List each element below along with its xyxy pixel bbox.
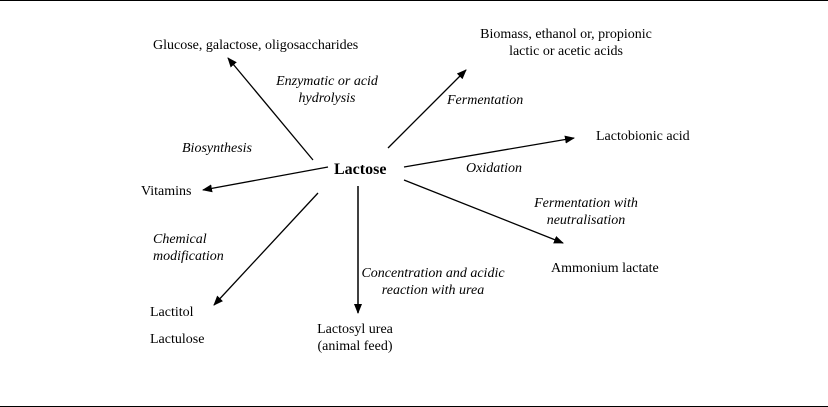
arrow-to-lactobionic	[403, 135, 575, 168]
process-neutralisation-line2: neutralisation	[546, 213, 626, 228]
product-biomass-line2: lactic or acetic acids	[509, 44, 623, 59]
process-concentration-line2: reaction with urea	[381, 283, 485, 298]
arrow-to-lactitol	[213, 192, 319, 306]
process-oxidation: Oxidation	[466, 161, 522, 176]
arrow-to-biomass	[387, 69, 467, 149]
product-lactulose: Lactulose	[150, 332, 205, 347]
process-hydrolysis-line2: hydrolysis	[298, 91, 356, 106]
process-concentration-line1: Concentration and acidic	[361, 266, 505, 281]
product-lactobionic: Lactobionic acid	[596, 129, 690, 144]
process-biosynthesis: Biosynthesis	[182, 141, 252, 156]
arrow-to-glucose	[227, 57, 314, 161]
product-lactitol: Lactitol	[150, 305, 194, 320]
process-chemical-line2: modification	[153, 249, 224, 264]
arrow-to-ammonium	[403, 179, 564, 244]
product-glucose: Glucose, galactose, oligosaccharides	[153, 38, 359, 53]
process-chemical-line1: Chemical	[153, 232, 207, 247]
process-neutralisation-line1: Fermentation with	[534, 196, 638, 211]
process-fermentation: Fermentation	[447, 93, 524, 108]
hub-lactose: Lactose	[334, 161, 387, 178]
product-lactosyl-urea-line1: Lactosyl urea	[317, 322, 393, 337]
product-lactosyl-urea-line2: (animal feed)	[317, 339, 393, 354]
process-hydrolysis-line1: Enzymatic or acid	[276, 74, 378, 89]
product-vitamins: Vitamins	[141, 184, 192, 199]
product-biomass-line1: Biomass, ethanol or, propionic	[480, 27, 652, 42]
arrow-to-vitamins	[202, 166, 329, 193]
product-ammonium-lactate: Ammonium lactate	[551, 261, 659, 276]
top-rule	[0, 0, 828, 1]
